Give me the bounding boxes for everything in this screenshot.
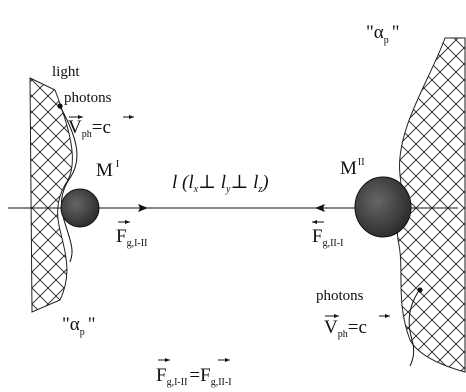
mass-left-ball: [61, 189, 99, 227]
svg-text:Vph=c: Vph=c: [324, 317, 367, 340]
v-ph-right: Vph=c: [324, 314, 390, 340]
svg-text:Fg,I-II=Fg,II-I: Fg,I-II=Fg,II-I: [156, 365, 232, 388]
light-label: light: [52, 64, 80, 80]
mass-right-ball: [355, 177, 411, 237]
svg-text:Fg,II-I: Fg,II-I: [312, 226, 343, 249]
distance-label: l (lx⊥ ly⊥ lz): [172, 172, 269, 195]
force-left-label: Fg,I-II: [116, 220, 147, 249]
force-arrow-right: [315, 204, 356, 212]
left-alpha-label: "αp": [62, 314, 95, 338]
photons-right-label: photons: [316, 288, 364, 304]
force-equality: Fg,I-II=Fg,II-I: [156, 358, 232, 388]
photons-left-label: photons: [64, 90, 112, 106]
svg-text:Vph=c: Vph=c: [68, 117, 111, 140]
photon-dot-right: [417, 287, 422, 292]
photon-dot-left: [57, 103, 62, 108]
v-ph-left: Vph=c: [68, 115, 134, 140]
mass-right-label: MII: [340, 157, 365, 179]
force-arrow-left: [100, 204, 148, 212]
force-right-label: Fg,II-I: [312, 220, 343, 249]
right-alpha-label: "αp": [366, 22, 399, 46]
svg-text:Fg,I-II: Fg,I-II: [116, 226, 147, 249]
